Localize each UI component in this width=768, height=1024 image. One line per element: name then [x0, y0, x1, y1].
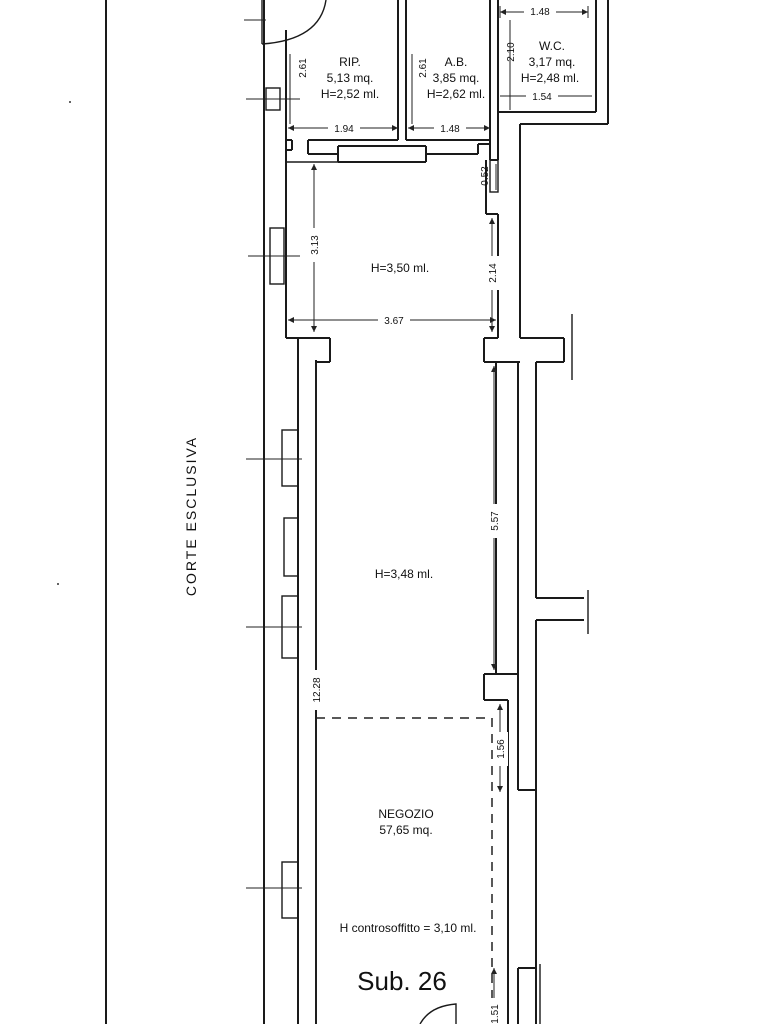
- room-negozio: NEGOZIO 57,65 mq. H controsoffitto = 3,1…: [340, 807, 477, 935]
- dim-bottom-right: 1.51: [490, 1004, 501, 1024]
- negozio-name: NEGOZIO: [378, 807, 433, 821]
- rip-height: H=2,52 ml.: [321, 87, 379, 101]
- dim-rip-height: 2.61: [298, 58, 309, 78]
- dim-middle-width: 3.67: [384, 316, 404, 327]
- negozio-ceiling: H controsoffitto = 3,10 ml.: [340, 921, 477, 935]
- middle-room-height: H=3,50 ml.: [371, 261, 429, 275]
- rip-name: RIP.: [339, 55, 361, 69]
- wc-area: 3,17 mq.: [529, 55, 576, 69]
- window-4: [283, 517, 299, 577]
- negozio-area: 57,65 mq.: [379, 823, 432, 837]
- dim-wc-width-top: 1.48: [530, 7, 550, 18]
- ab-name: A.B.: [445, 55, 468, 69]
- room-wc: W.C. 3,17 mq. H=2,48 ml.: [521, 39, 579, 85]
- dim-wc-height: 2.10: [506, 42, 517, 62]
- window-2: [248, 227, 300, 285]
- dimension-labels: 1.48 1.54 1.94 1.48 3.67: [328, 4, 558, 327]
- dim-ab-height: 2.61: [418, 58, 429, 78]
- dim-middle-height: 3.13: [310, 235, 321, 255]
- ceiling-dashed-outline: [316, 717, 493, 1024]
- wc-name: W.C.: [539, 39, 565, 53]
- ab-height: H=2,62 ml.: [427, 87, 485, 101]
- dim-wc-width-bottom: 1.54: [532, 92, 552, 103]
- wc-height: H=2,48 ml.: [521, 71, 579, 85]
- dimension-arrowheads: [288, 9, 588, 974]
- window-6: [246, 861, 302, 919]
- room-ab: A.B. 3,85 mq. H=2,62 ml.: [427, 55, 485, 101]
- window-3: [246, 429, 302, 487]
- dim-dashed-right: 1.56: [496, 739, 507, 759]
- door-swing-bottom: [419, 1003, 457, 1024]
- dim-ab-width: 1.48: [440, 124, 460, 135]
- dim-main-right: 5.57: [490, 511, 501, 531]
- window-5: [246, 595, 302, 659]
- rip-area: 5,13 mq.: [327, 71, 374, 85]
- dimension-lines: [288, 6, 592, 1024]
- main-room-height: H=3,48 ml.: [375, 567, 433, 581]
- corte-esclusiva-label: CORTE ESCLUSIVA: [183, 436, 199, 596]
- dim-middle-right: 2.14: [488, 263, 499, 283]
- middle-main-partition: [286, 314, 573, 380]
- speck-1: [69, 101, 71, 103]
- window-1: [246, 87, 300, 111]
- dim-rip-width: 1.94: [334, 124, 354, 135]
- speck-2: [57, 583, 59, 585]
- corte-label-group: CORTE ESCLUSIVA: [183, 436, 199, 596]
- ab-area: 3,85 mq.: [433, 71, 480, 85]
- sub-label: Sub. 26: [357, 966, 447, 996]
- room-rip: RIP. 5,13 mq. H=2,52 ml.: [321, 55, 379, 101]
- top-rooms-walls: [285, 0, 609, 338]
- vertical-dimension-labels: 2.10 2.61 2.61 0.52 3.13 2.14 5.57 12.28…: [298, 42, 517, 1024]
- door-swing-top: [244, 0, 327, 45]
- dim-total-left: 12.28: [312, 677, 323, 702]
- dim-niche: 0.52: [480, 166, 491, 186]
- main-room-right-walls: [483, 362, 589, 1024]
